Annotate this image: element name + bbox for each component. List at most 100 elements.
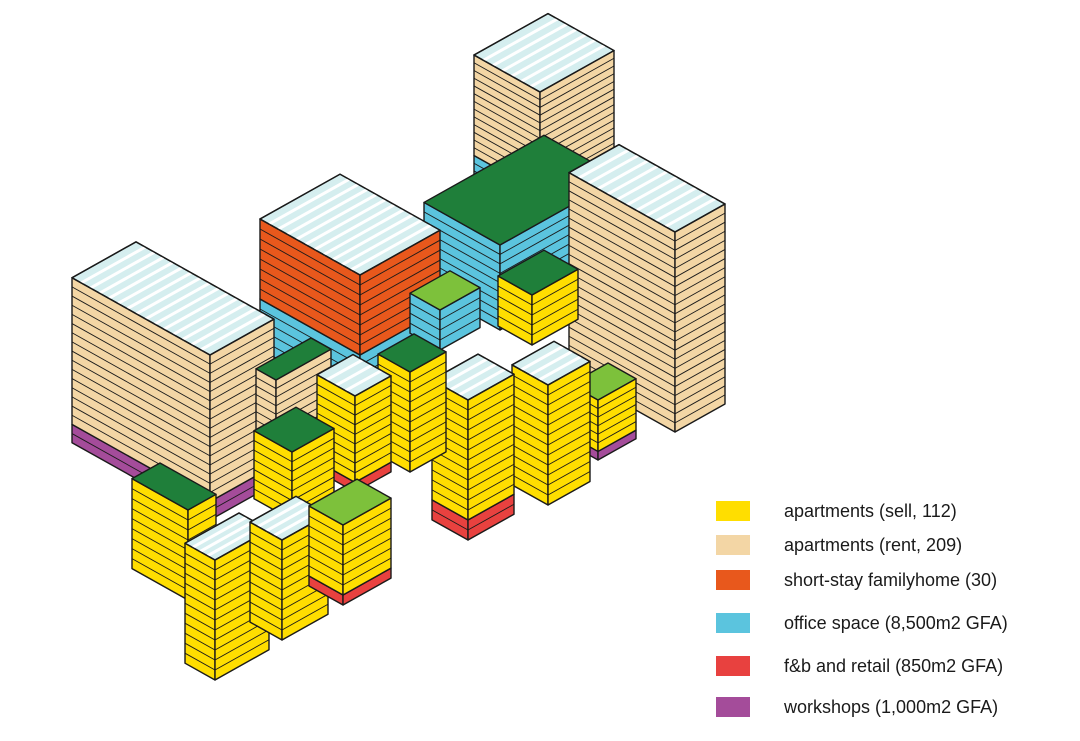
floor-line (568, 272, 676, 333)
skylight-stripe (108, 261, 174, 300)
floor-line (473, 70, 541, 108)
floor-line (473, 62, 541, 101)
floor-line (209, 327, 275, 365)
floor-line (547, 431, 591, 456)
floor-line (568, 199, 676, 260)
floor-line (547, 411, 591, 436)
floor-line (568, 263, 676, 324)
floor-line (531, 288, 579, 316)
floor-line (674, 285, 726, 315)
skylight-stripe (635, 181, 688, 212)
floor-line (539, 88, 615, 132)
floor-line (431, 469, 469, 491)
legend-swatch-fnb-retail (716, 656, 750, 676)
floor-line (409, 401, 447, 423)
floor-line (531, 308, 579, 336)
rent-block-east (568, 143, 726, 433)
floor-line (409, 421, 447, 443)
floor-line (255, 376, 277, 389)
floor-line (184, 612, 216, 631)
skylight-stripe (172, 297, 238, 336)
skylight-stripe (257, 499, 305, 528)
floor-line (354, 452, 392, 474)
floor-line (467, 483, 515, 511)
floor-line (259, 288, 361, 346)
floor-line (409, 381, 447, 403)
floor-line (497, 285, 533, 306)
floor-line (214, 629, 270, 661)
floor-line (259, 248, 361, 306)
floor-line (354, 394, 392, 416)
floor-line (674, 321, 726, 351)
floor-line (281, 603, 329, 631)
legend-label-apartments-rent: apartments (rent, 209) (784, 534, 963, 555)
legend-label-short-stay: short-stay familyhome (30) (784, 569, 998, 590)
floor-line (71, 286, 211, 365)
floor-line (354, 404, 392, 426)
floor-line (423, 211, 501, 255)
floor-line (531, 298, 579, 326)
floor-line (511, 394, 549, 416)
floor-line (291, 476, 335, 501)
skylight-stripe (350, 223, 432, 272)
skylight-stripe (626, 175, 678, 207)
green-annex-center-roof (409, 270, 481, 311)
floor-line (568, 335, 676, 397)
legend-item-workshops: workshops (1,000m2 GFA) (716, 694, 998, 720)
floor-line (249, 571, 283, 591)
skylight-stripe (191, 515, 248, 549)
floor-line (531, 278, 579, 306)
rent-block-west-roof-outline (71, 241, 275, 356)
floor-line (674, 239, 726, 269)
floor-line (431, 459, 469, 481)
floor-line (131, 518, 189, 551)
floor-line (473, 93, 541, 132)
floor-line (467, 403, 515, 431)
floor-line (547, 391, 591, 416)
floor-line (467, 383, 515, 411)
skylight-stripe (135, 276, 202, 316)
skylight-stripe (325, 358, 364, 382)
legend-item-office: office space (8,500m2 GFA) (716, 610, 1008, 636)
skylight-stripe (199, 520, 255, 553)
floor-line (674, 258, 726, 287)
floor-line (131, 498, 189, 531)
skylight-stripe (520, 345, 564, 372)
floor-line (547, 451, 591, 476)
floor-line (547, 441, 591, 466)
skylight-stripe (265, 503, 313, 533)
skylight-stripe (492, 22, 568, 67)
floor-line (547, 471, 591, 496)
floor-line (354, 413, 392, 435)
floor-line (342, 537, 392, 566)
skylight-stripe (440, 357, 488, 387)
skylight-stripe (606, 164, 659, 196)
floor-line (214, 639, 270, 671)
legend-label-workshops: workshops (1,000m2 GFA) (784, 696, 999, 717)
floor-line (497, 305, 533, 326)
buildings-group (71, 12, 726, 681)
legend-label-apartments-sell: apartments (sell, 112) (784, 500, 957, 521)
floor-line (259, 268, 361, 326)
floor-line (253, 469, 293, 492)
floor-line (431, 509, 469, 531)
floor-line (316, 412, 356, 435)
floor-line (71, 378, 211, 457)
skylight-stripe (117, 266, 183, 305)
floor-line (539, 73, 615, 116)
floor-line (467, 443, 515, 471)
floor-line (597, 404, 637, 427)
floor-line (184, 622, 216, 641)
floor-line (184, 632, 216, 651)
apt-block-m5-roof (377, 333, 447, 373)
floor-line (547, 371, 591, 396)
floor-line (253, 440, 293, 463)
floor-line (674, 303, 726, 333)
floor-line (342, 507, 392, 536)
floor-line (568, 299, 676, 360)
floor-line (547, 421, 591, 446)
floor-line (409, 411, 447, 433)
floor-line (539, 65, 615, 108)
legend-swatch-apartments-rent (716, 535, 750, 555)
floor-line (674, 358, 726, 387)
